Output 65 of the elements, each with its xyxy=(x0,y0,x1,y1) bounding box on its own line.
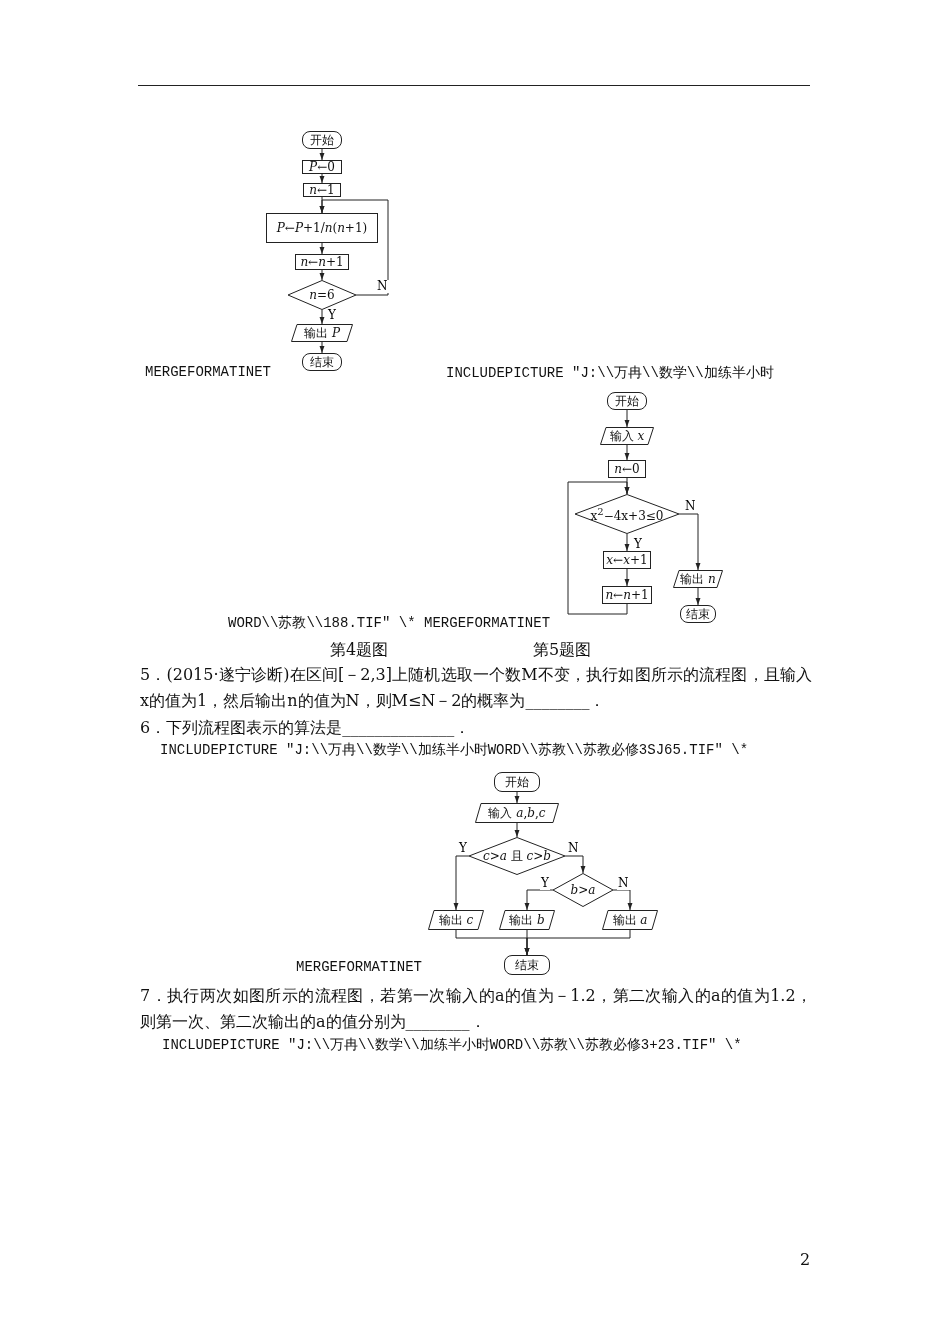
arrow xyxy=(319,269,325,281)
decision-diamond: x$^{2}$−4x+3≤0 xyxy=(575,494,679,534)
terminal-box: 结束 xyxy=(504,955,550,975)
terminal-box: 结束 xyxy=(302,353,342,371)
figure-caption: 第4题图 xyxy=(330,639,389,661)
arrow xyxy=(524,929,631,956)
io-parallelogram: 输出 a xyxy=(602,910,658,930)
field-code: MERGEFORMATINET xyxy=(145,364,272,380)
terminal-box: 开始 xyxy=(607,392,647,410)
field-code: INCLUDEPICTURE ″J:\\万冉\\数学\\加练半小时WORD\\苏教\\苏教必修3+23.TIF″ \* xyxy=(162,1036,742,1054)
io-parallelogram: 输入 a,b,c xyxy=(475,803,559,823)
edge-label: N xyxy=(567,842,580,855)
field-code: WORD\\苏教\\188.TIF″ \* MERGEFORMATINET xyxy=(228,614,551,632)
edge-label: Y xyxy=(327,309,337,322)
terminal-box: 结束 xyxy=(680,605,716,623)
arrow xyxy=(612,889,633,911)
decision-diamond: n=6 xyxy=(288,280,356,310)
arrow xyxy=(524,889,554,911)
process-box: x←x+1 xyxy=(603,551,651,569)
arrow xyxy=(567,481,630,615)
terminal-box: 开始 xyxy=(494,772,540,792)
arrow xyxy=(319,173,325,184)
arrow xyxy=(678,513,701,571)
decision-diamond: b>a xyxy=(553,873,613,907)
io-parallelogram: 输出 P xyxy=(291,324,353,342)
arrow xyxy=(319,148,325,161)
edge-label: N xyxy=(376,280,389,293)
question-text: 6．下列流程图表示的算法是______________． xyxy=(140,717,472,739)
process-box: n←n+1 xyxy=(602,586,652,604)
field-code: INCLUDEPICTURE ″J:\\万冉\\数学\\加练半小时WORD\\苏教\\苏教必修3SJ65.TIF″ \* xyxy=(160,741,749,759)
edge-label: N xyxy=(684,500,697,513)
arrow xyxy=(624,533,630,552)
process-box: n←1 xyxy=(303,183,341,197)
field-code: INCLUDEPICTURE ″J:\\万冉\\数学\\加练半小时 xyxy=(446,364,774,382)
io-parallelogram: 输出 b xyxy=(499,910,555,930)
field-code: MERGEFORMATINET xyxy=(296,959,423,975)
process-box: n←0 xyxy=(608,460,646,478)
arrow xyxy=(564,855,586,874)
question-text: 7．执行两次如图所示的流程图，若第一次输入的a的值为－1.2，第二次输入的a的值为1.2，则第一次、第二次输出的a的值分别为________． xyxy=(140,985,812,1033)
arrow xyxy=(624,409,630,428)
edge-label: N xyxy=(617,877,630,890)
arrow xyxy=(695,587,701,606)
arrow xyxy=(514,791,520,804)
page-number: 2 xyxy=(800,1249,811,1271)
io-parallelogram: 输出 c xyxy=(428,910,484,930)
io-parallelogram: 输入 x xyxy=(600,427,654,445)
terminal-box: 开始 xyxy=(302,131,342,149)
process-box: P←P+1/n(n+1) xyxy=(266,213,378,243)
question-text: 5．(2015·遂宁诊断)在区间[－2,3]上随机选取一个数M不变，执行如图所示的流程图，且输入x的值为1，然后输出n的值为N，则M≤N－2的概率为________． xyxy=(140,664,812,712)
arrow xyxy=(453,855,470,911)
edge-label: Y xyxy=(633,538,643,551)
arrow xyxy=(624,568,630,587)
process-box: n←n+1 xyxy=(295,254,349,270)
decision-diamond: c>a 且 c>b xyxy=(469,837,565,875)
process-box: P←0 xyxy=(302,160,342,174)
arrow xyxy=(319,199,389,296)
edge-label: Y xyxy=(540,877,550,890)
arrow xyxy=(624,444,630,461)
arrow xyxy=(319,242,325,255)
arrow xyxy=(319,309,325,325)
arrow xyxy=(319,341,325,354)
figure-caption: 第5题图 xyxy=(533,639,592,661)
io-parallelogram: 输出 n xyxy=(673,570,723,588)
arrow xyxy=(514,822,520,838)
edge-label: Y xyxy=(458,842,468,855)
